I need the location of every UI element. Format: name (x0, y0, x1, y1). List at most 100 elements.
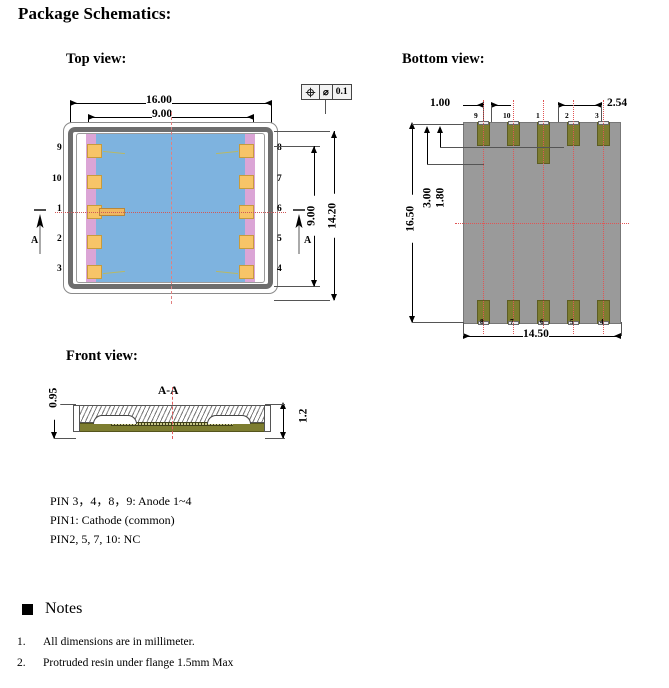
pad-left-5 (87, 265, 102, 279)
note-number: 2. (17, 657, 26, 669)
ext-line-1650-top (412, 124, 464, 125)
ext-line-100b (491, 105, 492, 123)
dim-arrow-down-1420 (331, 294, 337, 301)
pad-right-5 (239, 265, 254, 279)
section-label-right-A: A (304, 235, 312, 246)
top-view-package-drawing (55, 112, 286, 304)
lead-centerline-10 (513, 100, 514, 334)
bv-pin-label-1: 1 (536, 111, 540, 120)
note-text: All dimensions are in millimeter. (43, 636, 195, 648)
dome-right (207, 415, 251, 424)
dim-line-100 (463, 105, 483, 106)
dim-arrow-right-9h (247, 114, 254, 120)
ext-line-top-900 (274, 146, 320, 147)
ext-line-095-bot (54, 438, 76, 439)
note-text: Protruded resin under flange 1.5mm Max (43, 657, 234, 669)
ext-line-254-right (601, 105, 602, 123)
ext-line-254-left (558, 105, 559, 123)
pin-description-line-3: PIN2, 5, 7, 10: NC (50, 532, 141, 546)
lead-centerline-1 (543, 100, 544, 334)
pin-label-left-4: 3 (57, 264, 62, 274)
pad-right-1 (239, 144, 254, 158)
dim-arrow-up-900 (311, 146, 317, 153)
bv-pin-label-5: 5 (570, 317, 574, 326)
dim-12-label: 1.2 (297, 397, 310, 434)
dim-1650-label: 16.50 (404, 194, 417, 243)
dim-arrow-down-1650 (409, 316, 415, 323)
section-label-left-A: A (31, 235, 39, 246)
pin-label-left-1: 1 (57, 204, 62, 214)
dim-line-12 (283, 404, 284, 438)
dim-1450-label: 14.50 (523, 328, 549, 341)
pin-description-line-1: PIN 3，4，8，9: Anode 1~4 (50, 494, 192, 508)
dim-9-horiz-label: 9.00 (152, 108, 173, 121)
front-view-centerline (172, 387, 173, 439)
dim-arrow-up-12 (280, 402, 286, 409)
ext-line-1650-bot (412, 322, 464, 323)
gdt-leader-line (325, 100, 326, 114)
notes-heading: Notes (22, 600, 82, 618)
dim-arrow-right-16 (265, 100, 272, 106)
ext-line-12-top (265, 404, 285, 405)
notes-list: 1. All dimensions are in millimeter. 2. … (17, 632, 233, 674)
section-aa-label: A-A (158, 385, 179, 398)
top-view-title: Top view: (66, 51, 127, 67)
dim-arrow-down-900 (311, 280, 317, 287)
dim-arrow-100b (491, 102, 498, 108)
gdt-feature-control-frame: ⌀ 0.1 (301, 84, 352, 100)
dim-line-100b (491, 105, 511, 106)
ext-line-12-bot (265, 438, 285, 439)
pin-label-right-4: 4 (277, 264, 282, 274)
ext-line-1450-right (621, 322, 622, 336)
bv-pin-label-2: 2 (565, 111, 569, 120)
bv-pin-label-10: 10 (503, 111, 511, 120)
gdt-tolerance-value: 0.1 (331, 85, 351, 99)
lead-centerline-2 (573, 100, 574, 334)
lead-centerline-3 (603, 100, 604, 334)
dim-arrow-left-254 (558, 102, 565, 108)
dim-arrow-left-1450 (463, 333, 470, 339)
pin-label-left-2: 2 (57, 234, 62, 244)
position-symbol-icon (302, 85, 319, 99)
front-view-title: Front view: (66, 348, 138, 364)
note-item: 1. All dimensions are in millimeter. (17, 632, 233, 653)
ext-line-095-top (54, 404, 76, 405)
bv-pin-label-6: 6 (540, 317, 544, 326)
front-view-package-drawing (73, 387, 271, 439)
bv-pin-label-3: 3 (595, 111, 599, 120)
dome-left (93, 415, 137, 424)
section-arrow-right (292, 208, 306, 261)
dim-arrow-left-16 (70, 100, 77, 106)
body-horizontal-centerline (455, 223, 629, 224)
square-bullet-icon (22, 603, 33, 615)
dim-arrow-right-254 (595, 102, 602, 108)
section-arrow-left (33, 208, 47, 261)
dim-line-095 (54, 404, 55, 438)
dim-arrow-300 (424, 126, 430, 133)
page-title: Package Schematics: (18, 4, 172, 23)
dim-line-180 (440, 128, 441, 147)
dim-line-300 (427, 128, 428, 164)
endcap-left (73, 405, 80, 432)
pad-left-2 (87, 175, 102, 189)
dim-line-254 (558, 105, 602, 106)
dim-300-label: 3.00 (421, 175, 434, 220)
bv-pin-label-9: 9 (474, 111, 478, 120)
pin-label-right-8: 8 (277, 143, 282, 153)
dim-arrow-left-9h (88, 114, 95, 120)
pad-left-1 (87, 144, 102, 158)
ext-line-300 (427, 164, 484, 165)
pin-label-right-6: 6 (277, 204, 282, 214)
pin-description-line-2: PIN1: Cathode (common) (50, 513, 175, 527)
notes-heading-label: Notes (45, 600, 83, 617)
pad-right-2 (239, 175, 254, 189)
diameter-symbol-icon: ⌀ (319, 85, 332, 99)
dim-254-label: 2.54 (607, 97, 628, 110)
ext-line-180 (440, 147, 564, 148)
dim-900-vert-label: 9.00 (305, 195, 318, 236)
note-item: 2. Protruded resin under flange 1.5mm Ma… (17, 653, 233, 674)
dim-arrow-down-095 (51, 432, 57, 439)
bv-pin-label-4: 4 (600, 317, 604, 326)
dim-095-label: 0.95 (47, 375, 60, 420)
bv-pin-label-7: 7 (510, 317, 514, 326)
